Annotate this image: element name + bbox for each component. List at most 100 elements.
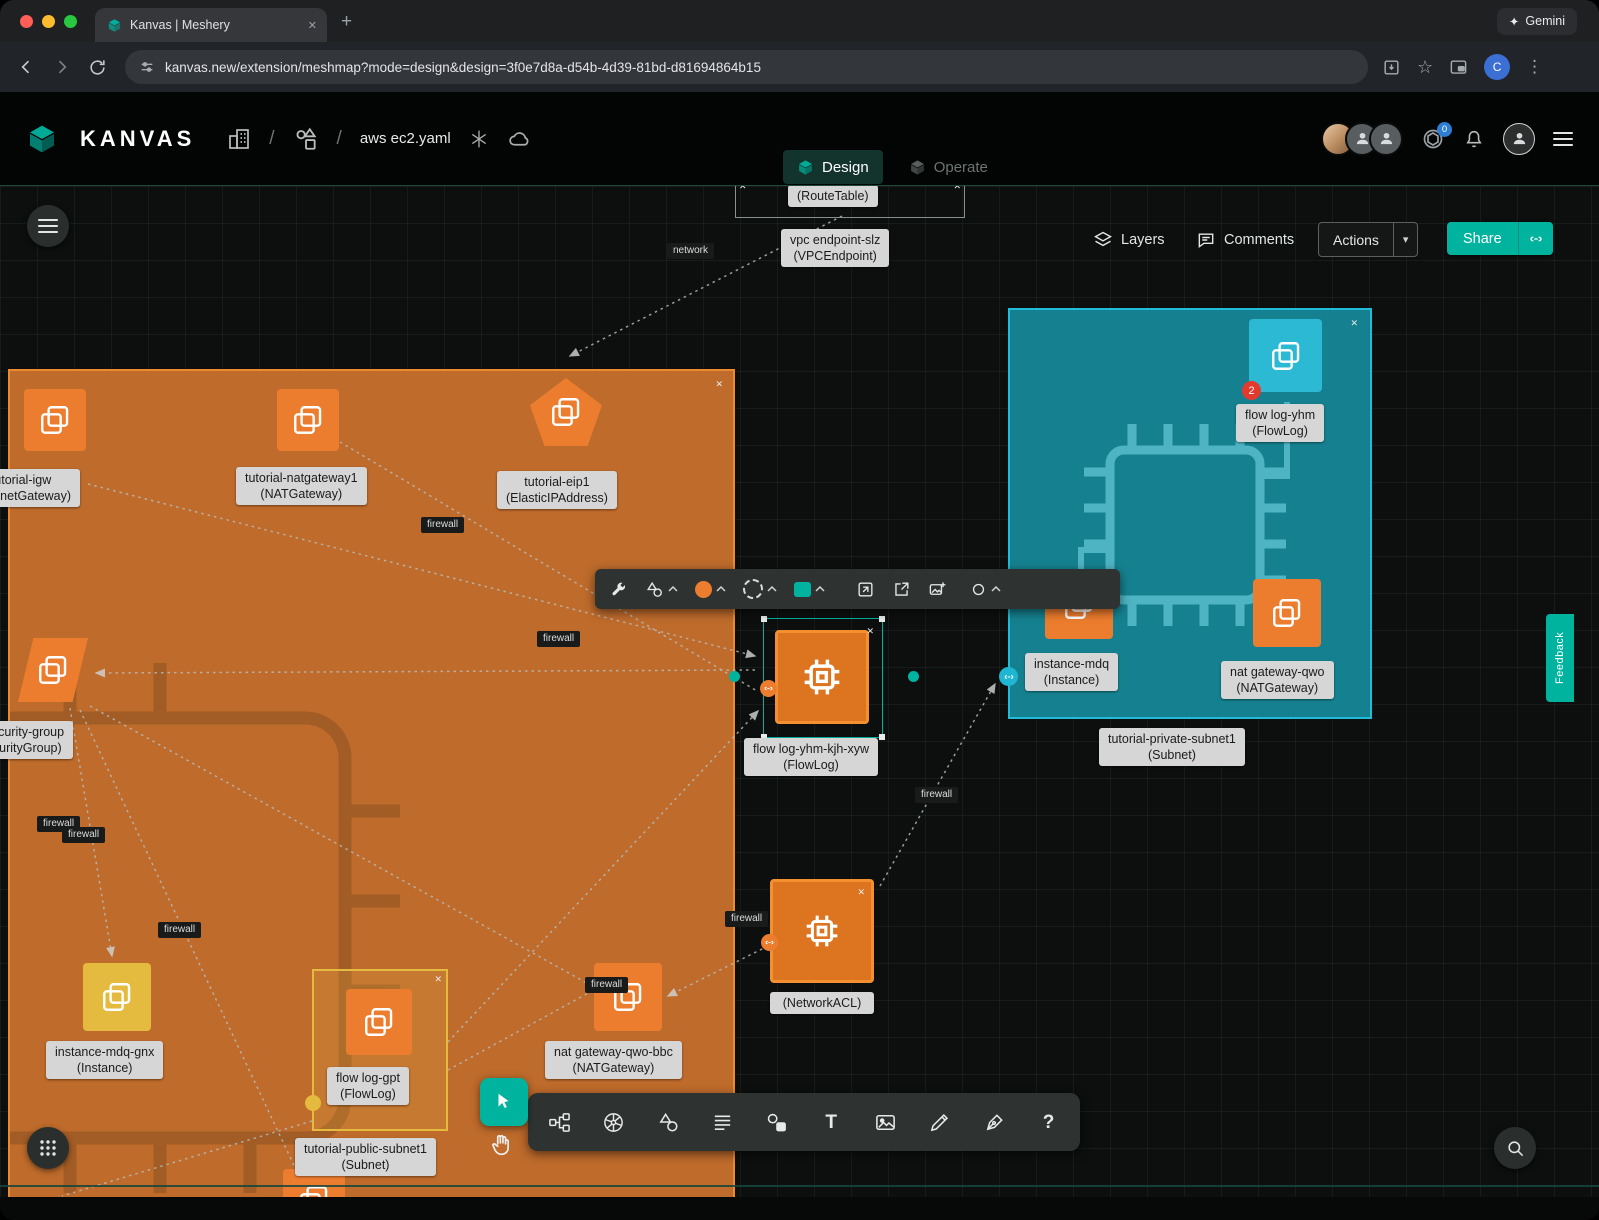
rewards-button[interactable]: 0 (1421, 121, 1452, 151)
back-button[interactable] (16, 57, 36, 77)
cards-icon[interactable] (754, 1111, 800, 1134)
collapse-region-icon[interactable]: ✕ (1350, 318, 1358, 328)
node-nat-gateway-qwo[interactable] (1253, 579, 1321, 647)
node-vpc-endpoint-label[interactable]: vpc endpoint-slz (VPCEndpoint) (781, 229, 890, 267)
node-nat-gateway-qwo-bbc[interactable] (594, 963, 662, 1031)
select-cursor-tool[interactable] (480, 1078, 528, 1126)
collaborator-avatars[interactable] (1321, 121, 1403, 156)
collapse-node-icon[interactable]: ✕ (857, 887, 865, 897)
node-internet-gateway[interactable] (24, 389, 86, 451)
pencil-icon[interactable] (917, 1111, 963, 1134)
shapes-icon[interactable] (645, 1111, 691, 1134)
horizontal-scrollbar[interactable] (0, 1185, 1599, 1187)
collapse-node-icon[interactable]: ✕ (866, 626, 874, 636)
notes-icon[interactable] (699, 1111, 745, 1134)
pen-icon[interactable] (971, 1111, 1017, 1134)
node-route-table[interactable]: ✕ ✕ (RouteTable) (735, 185, 965, 218)
flow-icon[interactable] (536, 1111, 582, 1134)
site-settings-icon[interactable] (139, 59, 155, 75)
collapse-node-icon[interactable]: ✕ (739, 185, 747, 191)
edge-label-firewall[interactable]: firewall (725, 911, 769, 927)
gemini-button[interactable]: ✦ Gemini (1496, 7, 1577, 35)
selection-handle[interactable] (761, 734, 767, 740)
chrome-avatar[interactable]: C (1484, 54, 1511, 80)
tab-operate[interactable]: Operate (895, 150, 1002, 184)
snowflake-icon[interactable] (469, 129, 489, 149)
browser-menu-icon[interactable]: ⋮ (1526, 57, 1544, 76)
new-tab-button[interactable]: + (341, 10, 353, 32)
apps-grid-button[interactable] (27, 1127, 69, 1169)
edge-label-firewall[interactable]: firewall (915, 787, 959, 803)
open-in-new-icon[interactable] (892, 580, 911, 599)
lens-picker[interactable] (970, 581, 1001, 598)
edge-label-firewall[interactable]: firewall (537, 631, 581, 647)
edge-label-firewall[interactable]: firewall (62, 827, 106, 843)
designs-icon[interactable] (293, 126, 319, 152)
fill-color-picker[interactable] (695, 580, 726, 598)
selection-handle[interactable] (879, 616, 885, 622)
save-page-icon[interactable] (1382, 58, 1401, 77)
node-instance-mdq-gnx[interactable] (83, 963, 151, 1031)
edge-link-dot-cyan[interactable] (999, 667, 1018, 686)
tab-design[interactable]: Design (783, 150, 883, 184)
actions-caret-icon[interactable]: ▾ (1392, 223, 1418, 256)
comments-button[interactable]: Comments (1196, 230, 1294, 250)
node-flow-log-yhm[interactable]: 2 (1242, 319, 1322, 400)
forward-button[interactable] (52, 57, 72, 77)
node-public-subnet-label[interactable]: tutorial-public-subnet1(Subnet) (295, 1138, 436, 1176)
actions-button[interactable]: Actions ▾ (1318, 222, 1419, 257)
window-close-button[interactable] (20, 14, 33, 28)
edge-link-dot-orange[interactable] (761, 934, 778, 951)
design-canvas[interactable]: ✕ ✕ (0, 185, 1599, 1220)
user-avatar[interactable] (1503, 122, 1535, 155)
edge-label-firewall[interactable]: firewall (421, 517, 465, 533)
layers-button[interactable]: Layers (1093, 230, 1165, 250)
collaborator-avatar[interactable] (1369, 121, 1403, 156)
node-nat-gateway-1[interactable] (277, 389, 339, 451)
collapse-node-icon[interactable]: ✕ (434, 974, 442, 984)
pan-hand-tool[interactable] (488, 1132, 514, 1158)
edge-link-dot-orange[interactable] (760, 680, 777, 697)
media-icon[interactable] (863, 1111, 909, 1134)
kubernetes-icon[interactable] (591, 1111, 637, 1134)
selection-dot-left[interactable] (729, 671, 740, 682)
edge-label-firewall[interactable]: firewall (585, 977, 629, 993)
url-input[interactable]: kanvas.new/extension/meshmap?mode=design… (125, 50, 1368, 84)
bookmark-star-icon[interactable]: ☆ (1417, 56, 1434, 77)
browser-tab[interactable]: Kanvas | Meshery ✕ (95, 8, 327, 42)
node-private-subnet-label[interactable]: tutorial-private-subnet1(Subnet) (1099, 728, 1245, 766)
share-link-icon[interactable] (1517, 222, 1553, 255)
selection-handle[interactable] (879, 734, 885, 740)
help-icon[interactable]: ? (1042, 1111, 1055, 1133)
kanvas-logo-icon[interactable] (26, 123, 58, 155)
node-flow-log-gpt-group[interactable]: ✕ flow log-gpt(FlowLog) (305, 969, 448, 1131)
node-network-acl[interactable]: ✕ (770, 879, 874, 983)
swatch-picker[interactable] (794, 581, 825, 597)
resize-icon[interactable] (856, 580, 875, 599)
text-icon[interactable]: T (825, 1111, 837, 1133)
shape-style-picker[interactable] (645, 580, 678, 599)
border-style-picker[interactable] (743, 579, 777, 599)
notifications-bell-icon[interactable] (1463, 128, 1485, 150)
edge-label-firewall[interactable]: firewall (158, 922, 202, 938)
zoom-search-button[interactable] (1494, 1127, 1536, 1169)
collapse-node-icon[interactable]: ✕ (953, 185, 961, 191)
node-flow-log-center[interactable] (775, 630, 869, 724)
edge-handle-dot[interactable] (305, 1095, 321, 1111)
cloud-sync-icon[interactable] (507, 126, 532, 151)
add-image-icon[interactable] (928, 580, 947, 599)
organization-icon[interactable] (227, 127, 251, 151)
browser-profile-frame-icon[interactable] (1449, 58, 1468, 77)
design-file-name[interactable]: aws ec2.yaml (359, 130, 451, 147)
tab-close-icon[interactable]: ✕ (307, 19, 317, 32)
collapse-region-icon[interactable]: ✕ (715, 379, 723, 389)
window-minimize-button[interactable] (42, 14, 55, 28)
reload-button[interactable] (88, 58, 107, 77)
edge-label-network[interactable]: network (667, 243, 715, 259)
feedback-tab[interactable]: Feedback (1546, 614, 1574, 702)
app-menu-icon[interactable] (1553, 131, 1573, 146)
window-zoom-button[interactable] (64, 14, 77, 28)
node-flow-log-center-selection[interactable]: ✕ (761, 616, 885, 740)
selection-dot-right[interactable] (908, 671, 919, 682)
wrench-icon[interactable] (609, 580, 628, 599)
